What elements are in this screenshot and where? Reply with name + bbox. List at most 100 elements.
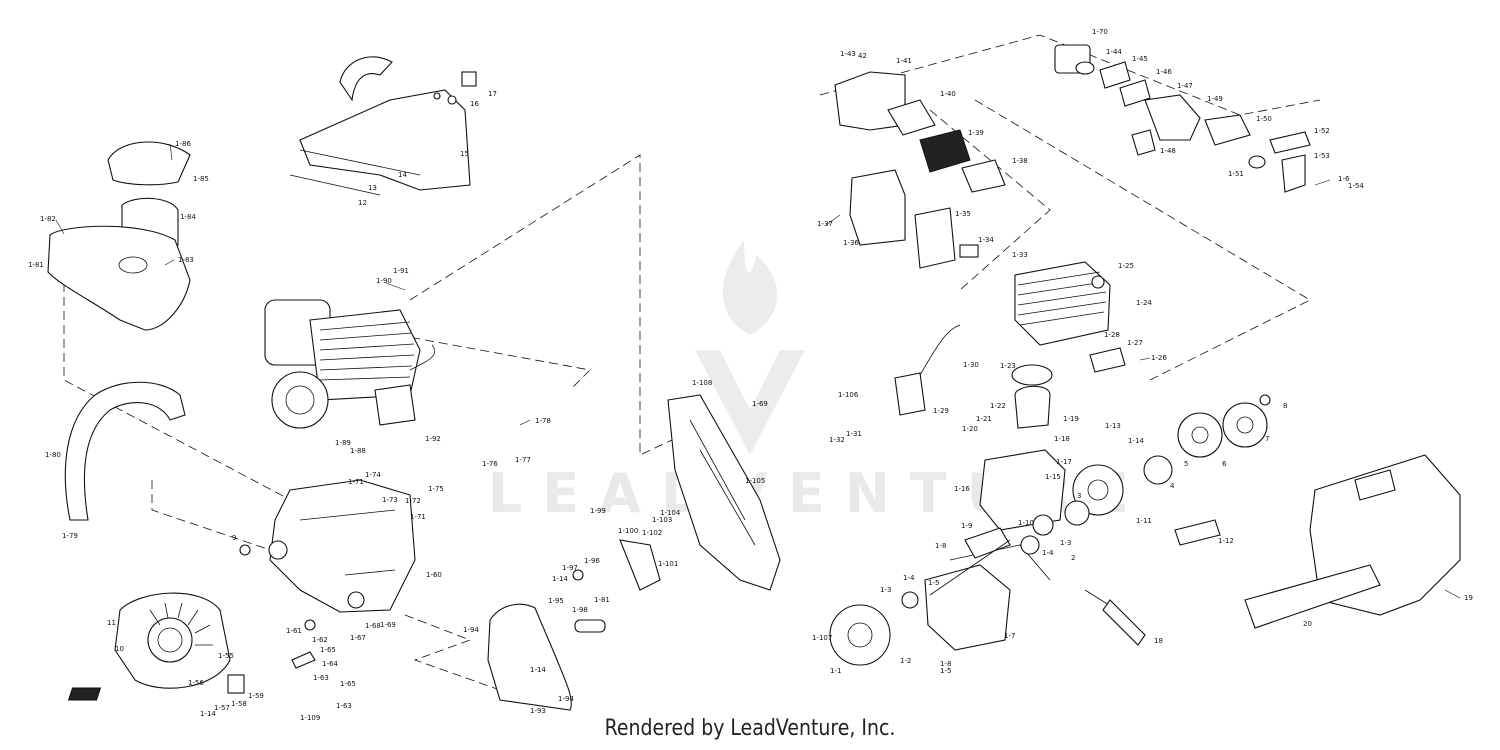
- part-number-label: 1-90: [376, 277, 392, 285]
- part-number-label: 1-94: [558, 695, 574, 703]
- part-number-label: 1-38: [1012, 157, 1028, 165]
- part-number-label: 1-12: [1218, 537, 1234, 545]
- part-number-label: 1-86: [175, 140, 191, 148]
- part-number-label: 8: [1283, 402, 1287, 410]
- part-number-label: 1-89: [335, 439, 351, 447]
- part-number-label: 19: [1464, 594, 1473, 602]
- part-number-label: 1-99: [590, 507, 606, 515]
- piston-assembly: [1011, 364, 1053, 429]
- part-number-label: 9: [232, 534, 236, 542]
- handle-side-plate: [667, 394, 781, 591]
- part-number-label: 1-94: [463, 626, 479, 634]
- part-number-label: 1-85: [193, 175, 209, 183]
- part-number-label: 1-64: [322, 660, 338, 668]
- part-number-label: 1-96: [584, 557, 600, 565]
- part-number-label: 1-45: [1132, 55, 1148, 63]
- part-number-label: 1-52: [1314, 127, 1330, 135]
- part-number-label: 1-79: [62, 532, 78, 540]
- part-number-label: 1-62: [312, 636, 328, 644]
- part-number-label: 10: [115, 645, 124, 653]
- spark-arrestor: [919, 129, 971, 173]
- part-number-label: 1-72: [405, 497, 421, 505]
- part-number-label: 1-109: [300, 714, 320, 722]
- part-number-label: 1-82: [40, 215, 56, 223]
- part-number-label: 1-95: [548, 597, 564, 605]
- part-number-label: 1-107: [812, 634, 832, 642]
- part-number-label: 1-6: [1338, 175, 1350, 183]
- muffler-body: [849, 169, 906, 246]
- top-cover-assembly: [47, 141, 191, 331]
- part-number-label: 1-2: [900, 657, 911, 665]
- part-number-label: 1-17: [1056, 458, 1072, 466]
- engine-assembly: [264, 299, 436, 429]
- part-number-label: 1-71: [348, 478, 364, 486]
- part-number-label: 1-16: [954, 485, 970, 493]
- part-number-label: 1-74: [365, 471, 381, 479]
- part-number-label: 1-59: [248, 692, 264, 700]
- oil-pump-shaft: [1174, 519, 1221, 546]
- guide-bar: [1244, 564, 1381, 629]
- leader-lines: [55, 143, 1461, 599]
- crankshaft: [929, 527, 1040, 596]
- part-number-label: 1-37: [817, 220, 833, 228]
- part-number-label: 1-43: [840, 50, 856, 58]
- part-number-label: 1-53: [1314, 152, 1330, 160]
- part-number-label: 1-5: [940, 667, 951, 675]
- part-number-label: 1-15: [1045, 473, 1061, 481]
- part-number-label: 3: [1077, 492, 1081, 500]
- part-number-label: 1-92: [425, 435, 441, 443]
- part-number-label: 1-24: [1136, 299, 1152, 307]
- part-number-label: 15: [460, 150, 469, 158]
- part-number-label: 1-54: [1348, 182, 1364, 190]
- part-number-label: 42: [858, 52, 867, 60]
- part-number-label: 7: [1265, 435, 1269, 443]
- part-number-label: 1-93: [530, 707, 546, 715]
- part-number-label: 1-84: [180, 213, 196, 221]
- part-number-label: 17: [488, 90, 497, 98]
- part-number-label: 20: [1303, 620, 1312, 628]
- tools: [1084, 589, 1146, 646]
- part-number-label: 1-50: [1256, 115, 1272, 123]
- part-number-label: 1-104: [660, 509, 681, 517]
- part-number-label: 1-106: [838, 391, 859, 399]
- assembly-dashed-lines: [63, 34, 1321, 691]
- part-number-label: 1-69: [752, 400, 768, 408]
- part-number-label: 1-57: [214, 704, 230, 712]
- part-number-label: 1-13: [1105, 422, 1121, 430]
- part-number-label: 1-22: [990, 402, 1006, 410]
- part-number-label: 1-81: [28, 261, 44, 269]
- part-number-label: 1-31: [846, 430, 862, 438]
- flywheel: [271, 371, 329, 429]
- part-number-label: 1-46: [1156, 68, 1172, 76]
- part-number-label: 1-60: [426, 571, 442, 579]
- part-number-label: 1-102: [642, 529, 662, 537]
- part-number-label: 1-47: [1177, 82, 1193, 90]
- part-number-label: 1-83: [178, 256, 194, 264]
- part-number-label: 1-30: [963, 361, 979, 369]
- part-number-label: 2: [1071, 554, 1075, 562]
- crankcase-assembly: [239, 479, 416, 613]
- part-number-label: 1-23: [1000, 362, 1016, 370]
- part-number-label: 1-33: [1012, 251, 1028, 259]
- part-number-label: 1-3: [1060, 539, 1071, 547]
- top-cover: [47, 225, 191, 331]
- part-number-label: 1-105: [745, 477, 765, 485]
- part-number-label: 1-108: [692, 379, 712, 387]
- part-number-label: 1-14: [552, 575, 568, 583]
- part-number-label: 1-56: [188, 679, 204, 687]
- part-number-label: 12: [358, 199, 367, 207]
- part-number-label: 1-35: [955, 210, 971, 218]
- part-number-label: 18: [1154, 637, 1163, 645]
- part-number-label: 5: [1184, 460, 1188, 468]
- part-number-label: 1-65: [320, 646, 336, 654]
- muffler-assembly: [834, 71, 1006, 269]
- part-number-label: 1-25: [1118, 262, 1134, 270]
- part-number-label: 1-21: [976, 415, 992, 423]
- part-number-label: 16: [470, 100, 479, 108]
- part-number-label: 1-73: [382, 496, 398, 504]
- part-number-label: 1-69: [380, 621, 396, 629]
- part-number-label: 13: [368, 184, 377, 192]
- part-number-label: 1-41: [896, 57, 912, 65]
- part-number-label: 1-97: [562, 564, 578, 572]
- part-number-label: 1-65: [340, 680, 356, 688]
